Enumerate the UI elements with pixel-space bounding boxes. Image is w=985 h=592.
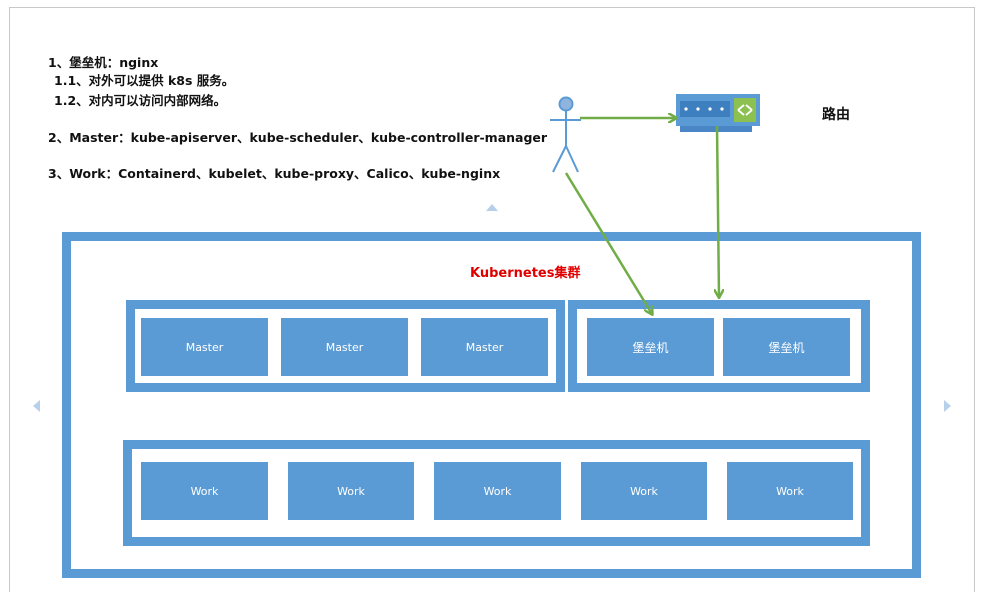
router-label: 路由 (822, 107, 850, 123)
bastion-node: 堡垒机 (723, 318, 850, 376)
note-master: 2、Master：kube-apiserver、kube-scheduler、k… (48, 130, 548, 145)
note-work: 3、Work：Containerd、kubelet、kube-proxy、Cal… (48, 166, 501, 181)
worker-node: Work (141, 462, 268, 520)
master-node: Master (141, 318, 268, 376)
bastion-node: 堡垒机 (587, 318, 714, 376)
worker-node: Work (288, 462, 414, 520)
caret-up-icon[interactable] (486, 204, 498, 211)
worker-node: Work (581, 462, 707, 520)
master-node: Master (421, 318, 548, 376)
cluster-title: Kubernetes集群 (470, 266, 581, 281)
chevron-right-icon[interactable] (944, 400, 951, 412)
note-bastion-internal: 1.2、对内可以访问内部网络。 (54, 93, 227, 108)
person-icon (550, 96, 581, 173)
page-frame (9, 7, 975, 592)
worker-node: Work (434, 462, 561, 520)
master-node: Master (281, 318, 408, 376)
arrow-router-to-bastion (717, 125, 719, 297)
chevron-left-icon[interactable] (33, 400, 40, 412)
note-bastion: 1、堡垒机：nginx (48, 55, 159, 70)
worker-node: Work (727, 462, 853, 520)
note-bastion-external: 1.1、对外可以提供 k8s 服务。 (54, 73, 235, 88)
arrow-user-to-bastion (564, 172, 652, 314)
